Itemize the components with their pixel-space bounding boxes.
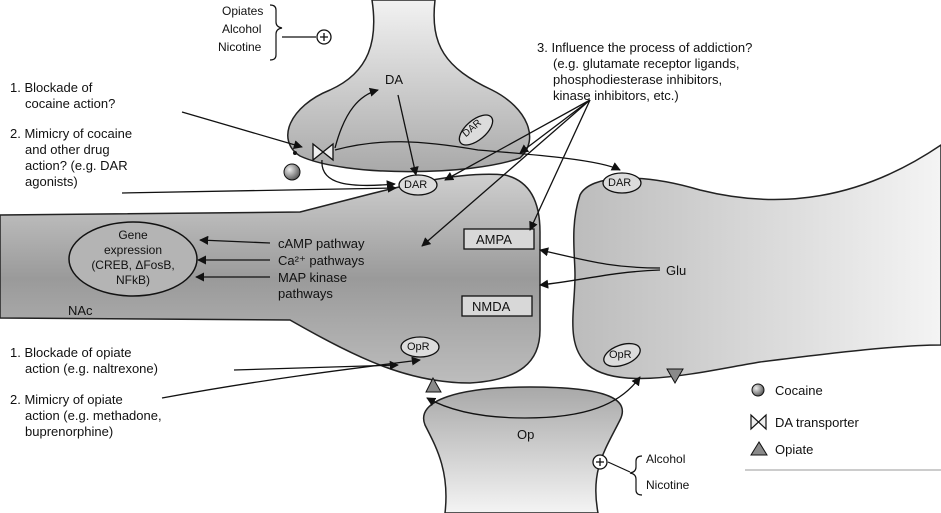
nac-label: NAc [68, 303, 93, 318]
ca-pathway-label: Ca²⁺ pathways [278, 253, 364, 268]
opiate1-line2: action (e.g. naltrexone) [25, 361, 158, 376]
strategy3-line3: phosphodiesterase inhibitors, [553, 72, 722, 87]
map-pathway-label1: MAP kinase [278, 270, 347, 285]
gene-line3: (CREB, ΔFosB, [73, 258, 193, 272]
opiate1-line1: 1. Blockade of opiate [10, 345, 131, 360]
brace-bottom [630, 456, 642, 495]
cocaine-molecule [284, 164, 300, 180]
presynaptic-terminal [288, 0, 530, 172]
nicotine-label-bottom: Nicotine [646, 478, 689, 492]
strategy1-line2: cocaine action? [25, 96, 115, 111]
strategy3-line1: 3. Influence the process of addiction? [537, 40, 752, 55]
legend-transporter-label: DA transporter [775, 415, 859, 430]
gene-line2: expression [73, 243, 193, 257]
opiate2-line3: buprenorphine) [25, 424, 113, 439]
nmda-label: NMDA [472, 299, 510, 314]
strategy3-line2: (e.g. glutamate receptor ligands, [553, 56, 739, 71]
strategy2-line4: agonists) [25, 174, 78, 189]
strategy2-line2: and other drug [25, 142, 110, 157]
strategy1-line1: 1. Blockade of [10, 80, 92, 95]
nicotine-label-top: Nicotine [218, 40, 261, 54]
opr-label-right: OpR [609, 348, 632, 362]
legend-cocaine-label: Cocaine [775, 383, 823, 398]
strategy3-line4: kinase inhibitors, etc.) [553, 88, 679, 103]
glu-label: Glu [666, 263, 686, 278]
da-label: DA [385, 72, 403, 87]
opr-label-postsynaptic: OpR [407, 340, 430, 354]
camp-pathway-label: cAMP pathway [278, 236, 364, 251]
ampa-label: AMPA [476, 232, 512, 247]
legend-transporter-icon [751, 415, 766, 429]
strategy2-line1: 2. Mimicry of cocaine [10, 126, 132, 141]
dar-label-postsynaptic: DAR [404, 178, 427, 192]
legend-opiate-label: Opiate [775, 442, 813, 457]
legend-opiate-icon [751, 442, 767, 455]
dot [293, 151, 297, 155]
gene-line1: Gene [73, 228, 193, 242]
brace-top [270, 5, 282, 60]
opiate2-line1: 2. Mimicry of opiate [10, 392, 123, 407]
alcohol-label-top: Alcohol [222, 22, 261, 36]
legend-cocaine-icon [752, 384, 764, 396]
strategy2-line3: action? (e.g. DAR [25, 158, 128, 173]
map-pathway-label2: pathways [278, 286, 333, 301]
opiate2-line2: action (e.g. methadone, [25, 408, 162, 423]
op-label: Op [517, 427, 534, 442]
dar-label-right: DAR [608, 176, 631, 190]
bottom-terminal [424, 387, 623, 513]
opiates-label: Opiates [222, 4, 263, 18]
alcohol-label-bottom: Alcohol [646, 452, 685, 466]
gene-line4: NFkB) [73, 273, 193, 287]
